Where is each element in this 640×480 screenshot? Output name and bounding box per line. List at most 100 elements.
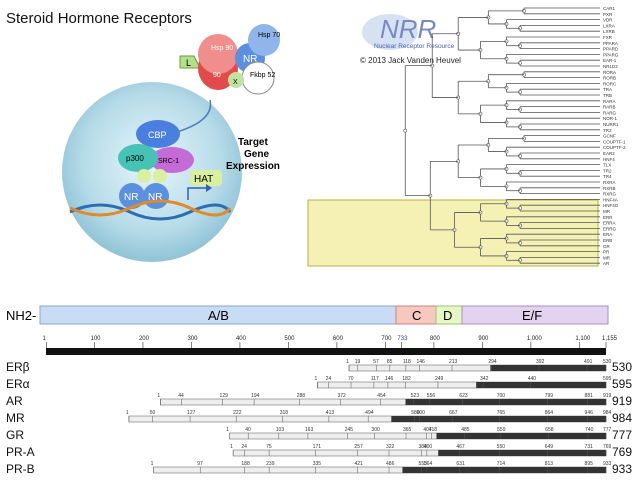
nr-dimer-1 xyxy=(119,183,145,209)
scale-tick-label: 300 xyxy=(187,336,198,342)
cbp xyxy=(136,120,180,148)
receptor-tick-label: 769 xyxy=(603,444,612,450)
receptor-length: 933 xyxy=(612,462,632,476)
receptor-tick-label: 765 xyxy=(497,410,506,416)
nr1-label: NR xyxy=(124,192,138,203)
receptor-bar-conserved xyxy=(436,433,606,439)
tree-branches xyxy=(403,7,600,264)
receptor-tick-label: 392 xyxy=(536,359,545,365)
receptor-tick-label: 623 xyxy=(459,393,468,399)
tree-leaf-label: PPARA xyxy=(603,41,618,46)
receptor-name: AR xyxy=(6,394,23,408)
src1-label: SRC-1 xyxy=(158,158,179,165)
tree-leaf-label: TR4 xyxy=(603,174,612,179)
tree-leaf-label: AR xyxy=(603,261,610,266)
domain-bar: NH2- A/B C D E/F xyxy=(6,305,609,325)
receptor-tick-label: 372 xyxy=(337,393,346,399)
receptor-tick-label: 418 xyxy=(429,427,438,433)
hsp70 xyxy=(248,24,280,56)
receptor-tick-label: 523 xyxy=(411,393,420,399)
receptor-tick-label: 163 xyxy=(305,427,314,433)
tree-leaf-label: HNF4G xyxy=(603,203,619,208)
nr-bound-label: NR xyxy=(243,54,257,65)
hsp90b-label: 90 xyxy=(213,72,221,79)
receptor-tick-label: 589 xyxy=(411,410,420,416)
tree-leaf-label: TRA xyxy=(603,87,612,92)
scale-tick-label: 700 xyxy=(381,336,392,342)
receptor-tick-label: 485 xyxy=(461,427,470,433)
tree-leaf-label: NURR1 xyxy=(603,122,619,127)
receptor-tick-label: 454 xyxy=(377,393,386,399)
x-label: X xyxy=(233,79,238,86)
tree-leaf-label: RXRA xyxy=(603,180,616,185)
receptor-tick-label: 895 xyxy=(585,461,594,467)
receptor-length: 919 xyxy=(612,394,632,408)
scale-tick-label: 100 xyxy=(90,336,101,342)
receptor-tick-label: 556 xyxy=(427,393,436,399)
receptor-tick-label: 24 xyxy=(326,376,332,382)
receptor-tick-label: 182 xyxy=(402,376,411,382)
receptor-tick-label: 421 xyxy=(354,461,363,467)
receptor-tick-label: 129 xyxy=(220,393,229,399)
reference-bar xyxy=(46,348,606,355)
tree-leaf-label: ERR xyxy=(603,215,613,220)
target-line-2: Gene xyxy=(244,149,269,160)
tree-leaf-label: RORA xyxy=(603,70,616,75)
receptor-name: PR-A xyxy=(6,445,35,459)
target-line-1: Target xyxy=(238,137,268,148)
cell-nucleus xyxy=(62,82,242,262)
receptor-tick-label: 919 xyxy=(603,393,612,399)
domain-ab-label: A/B xyxy=(208,308,229,323)
scale-tick-label: 1 xyxy=(42,336,46,342)
scale-tick-label: 600 xyxy=(333,336,344,342)
receptor-tick-label: 70 xyxy=(348,376,354,382)
receptor-tick-label: 413 xyxy=(326,410,335,416)
tree-leaf-label: COUPTF-2 xyxy=(603,145,626,150)
logo-abbrev: NRR xyxy=(380,14,436,44)
receptor-tick-label: 57 xyxy=(373,359,379,365)
receptor-tick-label: 75 xyxy=(266,444,272,450)
receptor-tick-label: 213 xyxy=(449,359,458,365)
l2 xyxy=(153,169,167,183)
receptor-tick-label: 1 xyxy=(315,376,318,382)
fkbp-label: Fkbp 52 xyxy=(250,72,275,79)
x-protein xyxy=(228,72,244,88)
tree-leaf-label: ERA xyxy=(603,232,612,237)
tree-leaf-label: RXRB xyxy=(603,186,616,191)
scale-tick-label: 800 xyxy=(430,336,441,342)
receptor-tick-label: 559 xyxy=(497,427,506,433)
receptor-tick-label: 245 xyxy=(345,427,354,433)
tree-leaf-label: PR xyxy=(603,250,610,255)
receptor-tick-label: 530 xyxy=(603,359,612,365)
receptor-name: ERβ xyxy=(6,360,30,374)
receptor-length: 984 xyxy=(612,411,632,425)
p300-label: p300 xyxy=(126,154,144,163)
logo-graphic: NRR Nuclear Receptor Resource xyxy=(360,8,470,52)
receptor-tick-label: 40 xyxy=(245,427,251,433)
dna-strand-1 xyxy=(69,203,232,221)
nr2-label: NR xyxy=(148,192,162,203)
tree-leaf-labels: CAR1PXRVDRLXRALXRBFXRPPARAPPARDPPARGEAR-… xyxy=(603,6,626,266)
tree-leaf-label: CAR1 xyxy=(603,6,616,11)
receptor-tick-label: 249 xyxy=(435,376,444,382)
tree-leaf-label: GCNF xyxy=(603,134,616,139)
cell-illustration: L Hsp 90 90 NR Hsp 70 Fkbp 52 X CBP SRC-… xyxy=(62,24,280,262)
receptor-tick-label: 1 xyxy=(157,393,160,399)
scale-tick-label: 200 xyxy=(139,336,150,342)
receptor-tick-label: 239 xyxy=(266,461,275,467)
receptor-tick-label: 813 xyxy=(545,461,554,467)
tree-leaf-label: ERRG xyxy=(603,226,617,231)
scale-tick-label: 1,000 xyxy=(527,336,543,342)
tree-leaf-label: RARA xyxy=(603,99,616,104)
receptor-tick-label: 146 xyxy=(416,359,425,365)
domain-ef-label: E/F xyxy=(522,308,542,323)
tree-leaf-label: VDR xyxy=(603,18,613,23)
hsp70-label: Hsp 70 xyxy=(258,32,280,39)
receptor-tick-label: 118 xyxy=(403,359,411,365)
tree-leaf-label: PXR xyxy=(603,12,613,17)
receptor-tick-label: 117 xyxy=(371,376,379,382)
receptor-tick-label: 649 xyxy=(545,444,554,450)
receptor-length: 769 xyxy=(612,445,632,459)
scale-tick-label: 1,100 xyxy=(575,336,591,342)
